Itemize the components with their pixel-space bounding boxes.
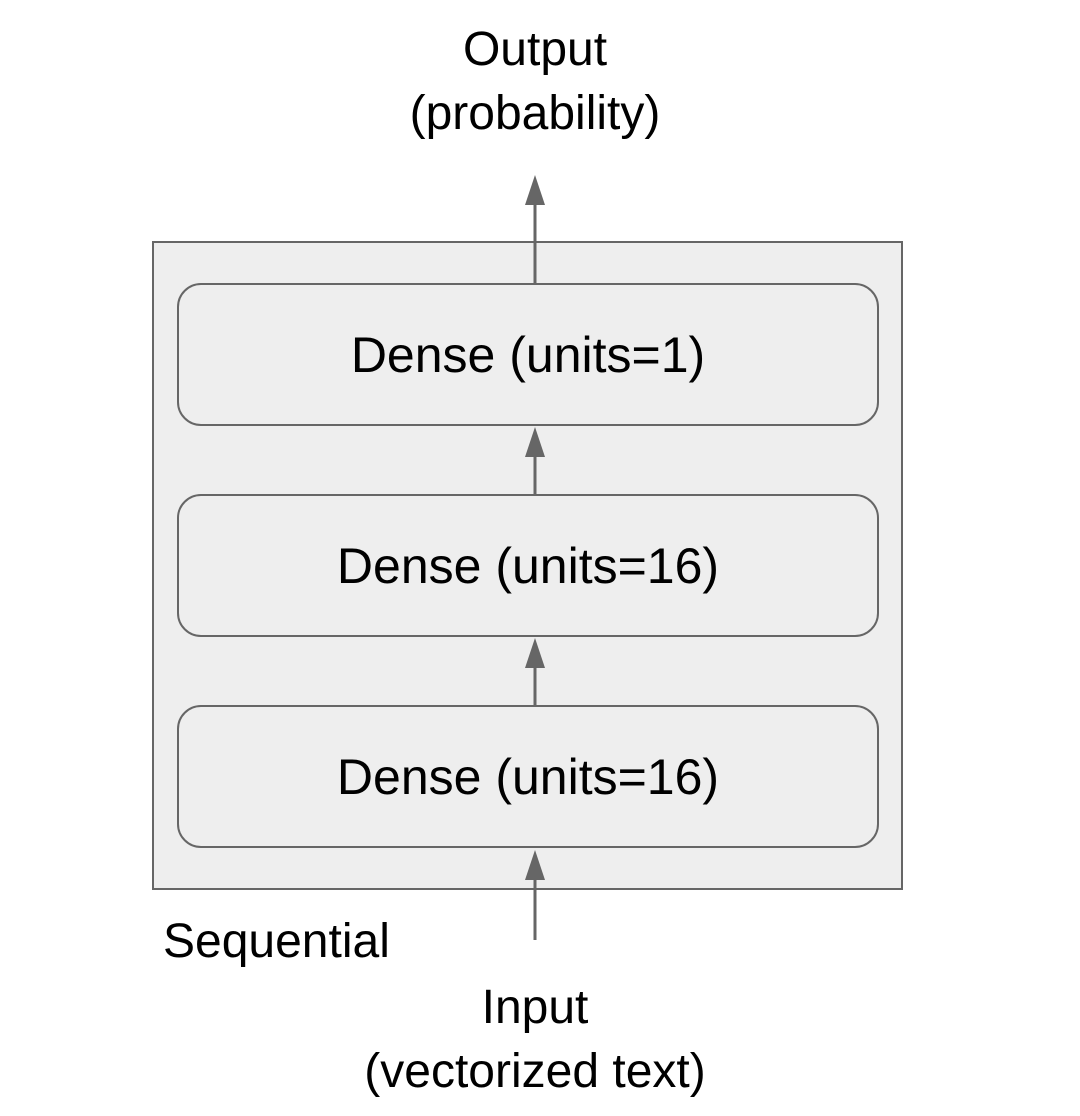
- output-subtitle: (probability): [409, 87, 661, 140]
- sequential-label: Sequential: [163, 915, 390, 968]
- dense-layer-output: Dense (units=1): [177, 283, 879, 426]
- output-arrow-head: [525, 175, 545, 205]
- output-title: Output: [462, 23, 608, 76]
- dense-layer-hidden-1: Dense (units=16): [177, 705, 879, 848]
- dense-layer-hidden-2: Dense (units=16): [177, 494, 879, 637]
- input-subtitle: (vectorized text): [364, 1045, 706, 1098]
- layer-label: Dense (units=16): [336, 537, 720, 594]
- input-title: Input: [481, 981, 589, 1034]
- layer-label: Dense (units=1): [350, 326, 706, 383]
- layer-label: Dense (units=16): [336, 748, 720, 805]
- input-label: Input (vectorized text): [310, 976, 760, 1104]
- output-label: Output (probability): [360, 18, 710, 146]
